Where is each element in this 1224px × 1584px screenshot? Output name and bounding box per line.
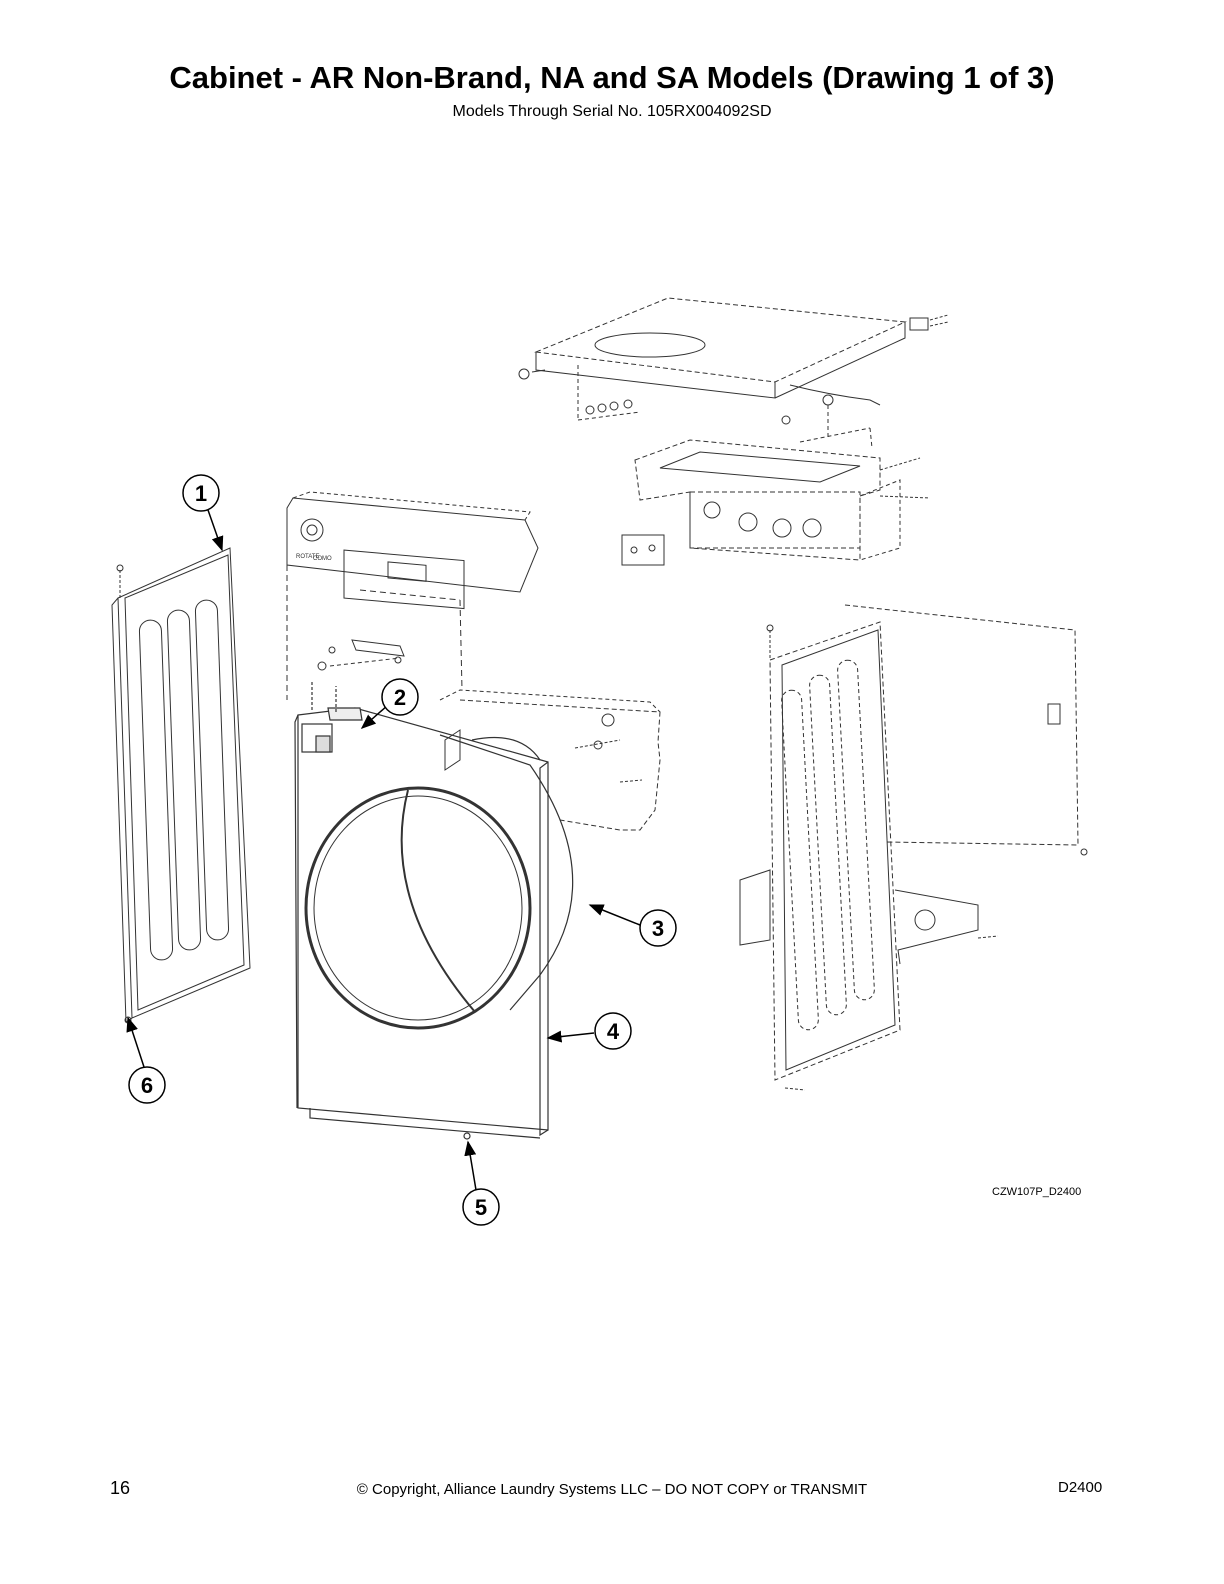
copyright-notice: © Copyright, Alliance Laundry Systems LL… <box>356 1481 868 1498</box>
callout-3: 3 <box>639 909 677 947</box>
document-id: D2400 <box>1058 1479 1103 1496</box>
left-side-panel <box>111 547 251 1024</box>
callout-4: 4 <box>594 1012 632 1050</box>
drum-back-bracket <box>439 689 661 831</box>
page-subtitle: Models Through Serial No. 105RX004092SD <box>452 103 772 120</box>
rear-bracket-assembly <box>621 427 931 566</box>
knob-label-right: COMO <box>313 556 332 562</box>
callout-2: 2 <box>381 678 419 716</box>
front-panel-assembly <box>294 680 574 1140</box>
top-cover-assembly <box>518 297 949 440</box>
knob-label-left: ROTATE <box>296 554 319 560</box>
drawing-code: CZW107P_D2400 <box>992 1186 1082 1198</box>
callout-5: 5 <box>462 1188 500 1226</box>
callout-number: 6 <box>141 1073 153 1098</box>
control-panel: ROTATE COMO <box>286 491 539 700</box>
callout-leaders <box>126 509 641 1191</box>
callout-6: 6 <box>128 1066 166 1104</box>
right-side-panel <box>739 604 1088 1091</box>
callout-1: 1 <box>182 474 220 512</box>
callout-number: 4 <box>607 1019 620 1044</box>
callout-number: 3 <box>652 916 664 941</box>
callout-number: 1 <box>195 481 207 506</box>
page-number: 16 <box>110 1478 131 1498</box>
page-title: Cabinet - AR Non-Brand, NA and SA Models… <box>169 60 1055 95</box>
latch-bracket <box>317 639 405 671</box>
callout-number: 2 <box>394 685 406 710</box>
callout-number: 5 <box>475 1195 487 1220</box>
